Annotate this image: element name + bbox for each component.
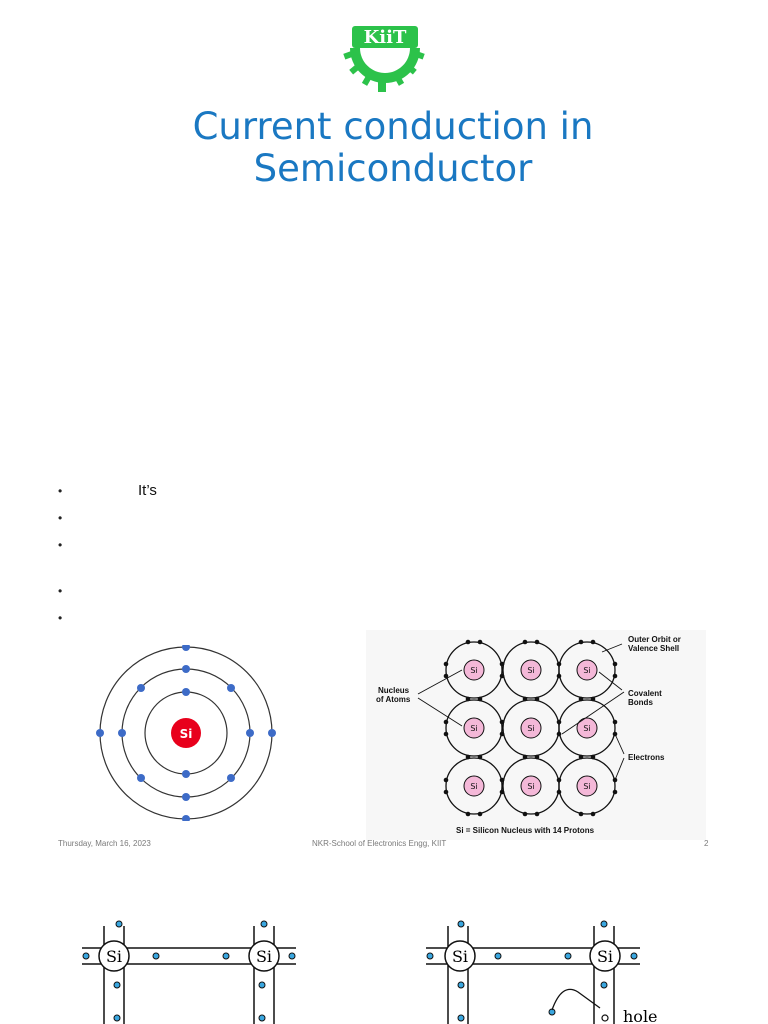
electron — [182, 688, 190, 696]
electron — [118, 729, 126, 737]
si-label: Si — [583, 782, 590, 791]
valence-shell — [445, 757, 503, 815]
electron — [137, 684, 145, 692]
label-nucleus-line2: of Atoms — [376, 695, 411, 704]
si-label: Si — [583, 724, 590, 733]
footer-date: Thursday, March 16, 2023 — [58, 839, 151, 848]
bullet-marker: • — [58, 611, 63, 625]
si-nucleus — [520, 659, 542, 681]
si-label: Si — [256, 947, 272, 966]
si-label: Si — [470, 724, 477, 733]
footer-page-number: 2 — [704, 839, 709, 848]
electron — [227, 684, 235, 692]
footer-center: NKR-School of Electronics Engg, KIIT — [312, 839, 447, 848]
si-nucleus — [520, 717, 542, 739]
bullet-marker: • — [58, 511, 63, 525]
si-label: Si — [106, 947, 122, 966]
si-label: Si — [452, 947, 468, 966]
electron — [96, 729, 104, 737]
electron — [182, 793, 190, 801]
label-covalent-line1: Covalent — [628, 689, 662, 698]
bullet-marker: • — [58, 538, 63, 552]
lattice-caption: Si = Silicon Nucleus with 14 Protons — [456, 826, 595, 835]
electron — [246, 729, 254, 737]
electron — [182, 665, 190, 673]
silicon-atom-diagram: Si — [96, 645, 276, 821]
si-label: Si — [470, 782, 477, 791]
valence-shell — [445, 641, 503, 699]
si-label: Si — [527, 666, 534, 675]
hole-label: hole — [623, 1007, 658, 1024]
si-label: Si — [527, 782, 534, 791]
electron — [227, 774, 235, 782]
logo-text: KiiT — [364, 27, 407, 48]
electron-path-arrow — [551, 988, 601, 1011]
electron — [182, 645, 190, 651]
electron — [182, 815, 190, 821]
electron — [182, 770, 190, 778]
label-nucleus-line1: Nucleus — [378, 686, 410, 695]
si-label: Si — [470, 666, 477, 675]
si-nucleus — [463, 659, 485, 681]
covalent-bond-diagram-left: Si Si — [82, 920, 296, 1024]
si-nucleus — [463, 775, 485, 797]
bullet-marker: • — [58, 584, 63, 598]
label-outer-orbit-line2: Valence Shell — [628, 644, 679, 653]
si-nucleus — [520, 775, 542, 797]
label-electrons: Electrons — [628, 753, 665, 762]
nucleus — [171, 718, 201, 748]
si-nucleus — [576, 717, 598, 739]
valence-shell — [558, 757, 616, 815]
bullet-marker: • — [58, 484, 63, 498]
slide-title: Current conduction in Semiconductor — [0, 106, 768, 190]
kiit-logo: KiiT — [343, 26, 425, 92]
bullet-text: It’s — [138, 482, 157, 499]
title-line-2: Semiconductor — [253, 147, 533, 190]
label-outer-orbit-line1: Outer Orbit or — [628, 635, 681, 644]
nucleus-label: Si — [180, 727, 193, 741]
label-covalent-line2: Bonds — [628, 698, 653, 707]
electron — [137, 774, 145, 782]
hole-marker — [601, 1014, 609, 1022]
silicon-lattice-diagram: Si Si Si Si Si Si Si Si Si — [366, 630, 706, 840]
si-nucleus — [576, 659, 598, 681]
electron — [268, 729, 276, 737]
si-nucleus — [576, 775, 598, 797]
si-label: Si — [583, 666, 590, 675]
valence-shell — [558, 641, 616, 699]
si-label: Si — [527, 724, 534, 733]
covalent-bond-diagram-right: Si Si hole — [426, 920, 658, 1024]
valence-shell — [445, 699, 503, 757]
si-nucleus — [463, 717, 485, 739]
si-label: Si — [597, 947, 613, 966]
title-line-1: Current conduction in — [192, 105, 594, 148]
valence-shell — [558, 699, 616, 757]
